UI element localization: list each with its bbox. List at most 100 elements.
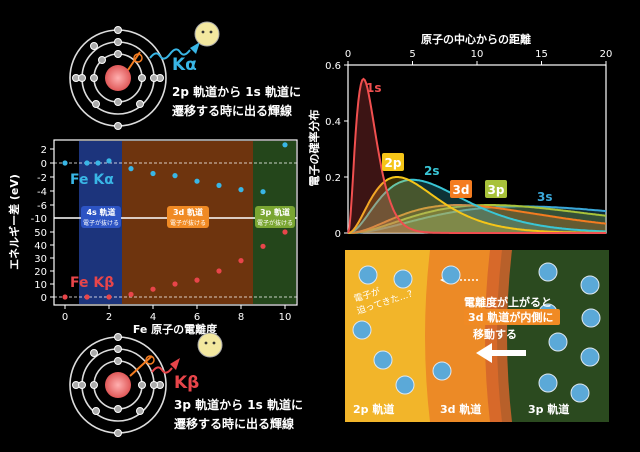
xtick: 10	[279, 312, 292, 323]
electron-dots	[72, 26, 164, 130]
xtick: 2	[106, 312, 112, 323]
right-xtick: 15	[535, 49, 548, 60]
band-4s-title: 4s 軌道	[86, 207, 115, 217]
kb-data-point	[106, 294, 112, 300]
right-xtick: 10	[471, 49, 484, 60]
label-3d: 3d	[453, 183, 470, 197]
ytick-upper: 2	[41, 145, 47, 156]
band-3p-sub: 電子が抜ける	[257, 219, 293, 227]
electron-dots	[72, 333, 164, 437]
ka-data-point	[84, 160, 90, 166]
ka-data-point	[194, 178, 200, 184]
kb-data-point	[216, 268, 222, 274]
band-3p-badge	[255, 206, 295, 228]
nucleus-icon	[105, 372, 131, 398]
orbital-shell-illustration	[345, 250, 609, 422]
atom-diagram-bottom	[69, 332, 223, 437]
ytick-upper: -10	[31, 214, 47, 225]
region-3p-label: 3p 軌道	[528, 402, 569, 416]
ytick-upper: -2	[37, 173, 47, 184]
xtick: 4	[150, 312, 156, 323]
kb-data-point	[128, 291, 134, 297]
ka-data-point	[260, 189, 266, 195]
ka-data-point	[106, 158, 112, 164]
atom-diagram-top	[69, 21, 220, 130]
orbital-curves	[347, 77, 607, 234]
ytick-lower: 50	[34, 228, 47, 239]
region-2p-label: 2p 軌道	[353, 402, 394, 416]
ytick-upper: -4	[37, 187, 47, 198]
label-3s: 3s	[537, 190, 553, 204]
nucleus-icon	[105, 65, 131, 91]
curve-3s	[348, 205, 607, 234]
right-chart-title: 原子の中心からの距離	[421, 32, 531, 46]
right-ytick: 0	[335, 229, 341, 240]
label-3d-badge	[450, 180, 472, 198]
curve-1s	[347, 77, 606, 234]
ytick-lower: 10	[34, 280, 47, 291]
band-3d-badge	[167, 206, 209, 228]
ka-data-point	[282, 142, 288, 148]
note-line2: 3d 軌道が内側に	[468, 310, 553, 324]
curve-fill-1s	[348, 79, 606, 233]
kb-data-point	[238, 258, 244, 264]
photon-wave-icon	[149, 48, 191, 60]
label-2p: 2p	[385, 156, 402, 170]
kb-series-label: Fe Kβ	[70, 275, 114, 291]
label-2p-badge	[382, 153, 404, 171]
note-highlight	[464, 309, 560, 325]
ka-data-point	[238, 187, 244, 193]
band-3d-sub: 電子が抜ける	[170, 219, 206, 227]
region-3d-label: 3d 軌道	[440, 402, 481, 416]
right-ylabel: 電子の確率分布	[307, 110, 321, 187]
right-xtick: 0	[345, 49, 351, 60]
right-xtick: 20	[600, 49, 613, 60]
electron-characters	[352, 262, 601, 403]
label-3p: 3p	[488, 183, 505, 197]
curve-fill-2p	[348, 177, 606, 233]
kb-data-point	[62, 294, 68, 300]
label-3p-badge	[485, 180, 507, 198]
transition-arrow	[127, 51, 141, 71]
photon-wave-icon	[151, 366, 173, 374]
xtick: 8	[238, 312, 244, 323]
kb-data-point	[260, 243, 266, 249]
top-caption-line1: 2p 軌道から 1s 軌道に	[172, 84, 301, 99]
kb-data-point	[194, 277, 200, 283]
observer-face-icon	[194, 21, 220, 47]
xtick: 0	[62, 312, 68, 323]
bottom-caption-line1: 3p 軌道から 1s 軌道に	[174, 397, 303, 412]
label-1s: 1s	[366, 81, 382, 95]
transition-arrow	[129, 355, 153, 377]
kb-data-point	[282, 229, 288, 235]
top-caption-line2: 遷移する時に出る輝線	[172, 103, 292, 118]
band-3d-title: 3d 軌道	[173, 207, 203, 217]
move-arrow-large	[490, 350, 526, 356]
ytick-lower: 20	[34, 267, 47, 278]
label-2s: 2s	[424, 164, 440, 178]
ka-data-point	[95, 160, 101, 166]
band-4s-badge	[81, 206, 121, 228]
bottom-caption-line2: 遷移する時に出る輝線	[174, 416, 294, 431]
right-ytick: 0.2	[325, 173, 341, 184]
right-ytick: 0.6	[325, 61, 341, 72]
left-data-points	[62, 142, 288, 300]
ytick-lower: 0	[41, 293, 47, 304]
ka-data-point	[62, 160, 68, 166]
right-ytick: 0.4	[325, 117, 341, 128]
ka-series-label: Fe Kα	[70, 172, 114, 188]
ytick-upper: -6	[37, 201, 47, 212]
kb-data-point	[84, 294, 90, 300]
left-xlabel: Fe 原子の電離度	[133, 322, 218, 336]
right-xtick: 5	[409, 49, 415, 60]
left-ylabel: エネルギー差 (eV)	[7, 174, 21, 270]
note-line3: 移動する	[473, 327, 517, 341]
observer-face-icon	[197, 332, 223, 358]
xtick: 6	[194, 312, 200, 323]
kb-data-point	[172, 281, 178, 287]
band-4s-sub: 電子が抜ける	[83, 219, 119, 227]
ka-data-point	[172, 173, 178, 179]
ka-data-point	[216, 182, 222, 188]
ytick-lower: 30	[34, 254, 47, 265]
